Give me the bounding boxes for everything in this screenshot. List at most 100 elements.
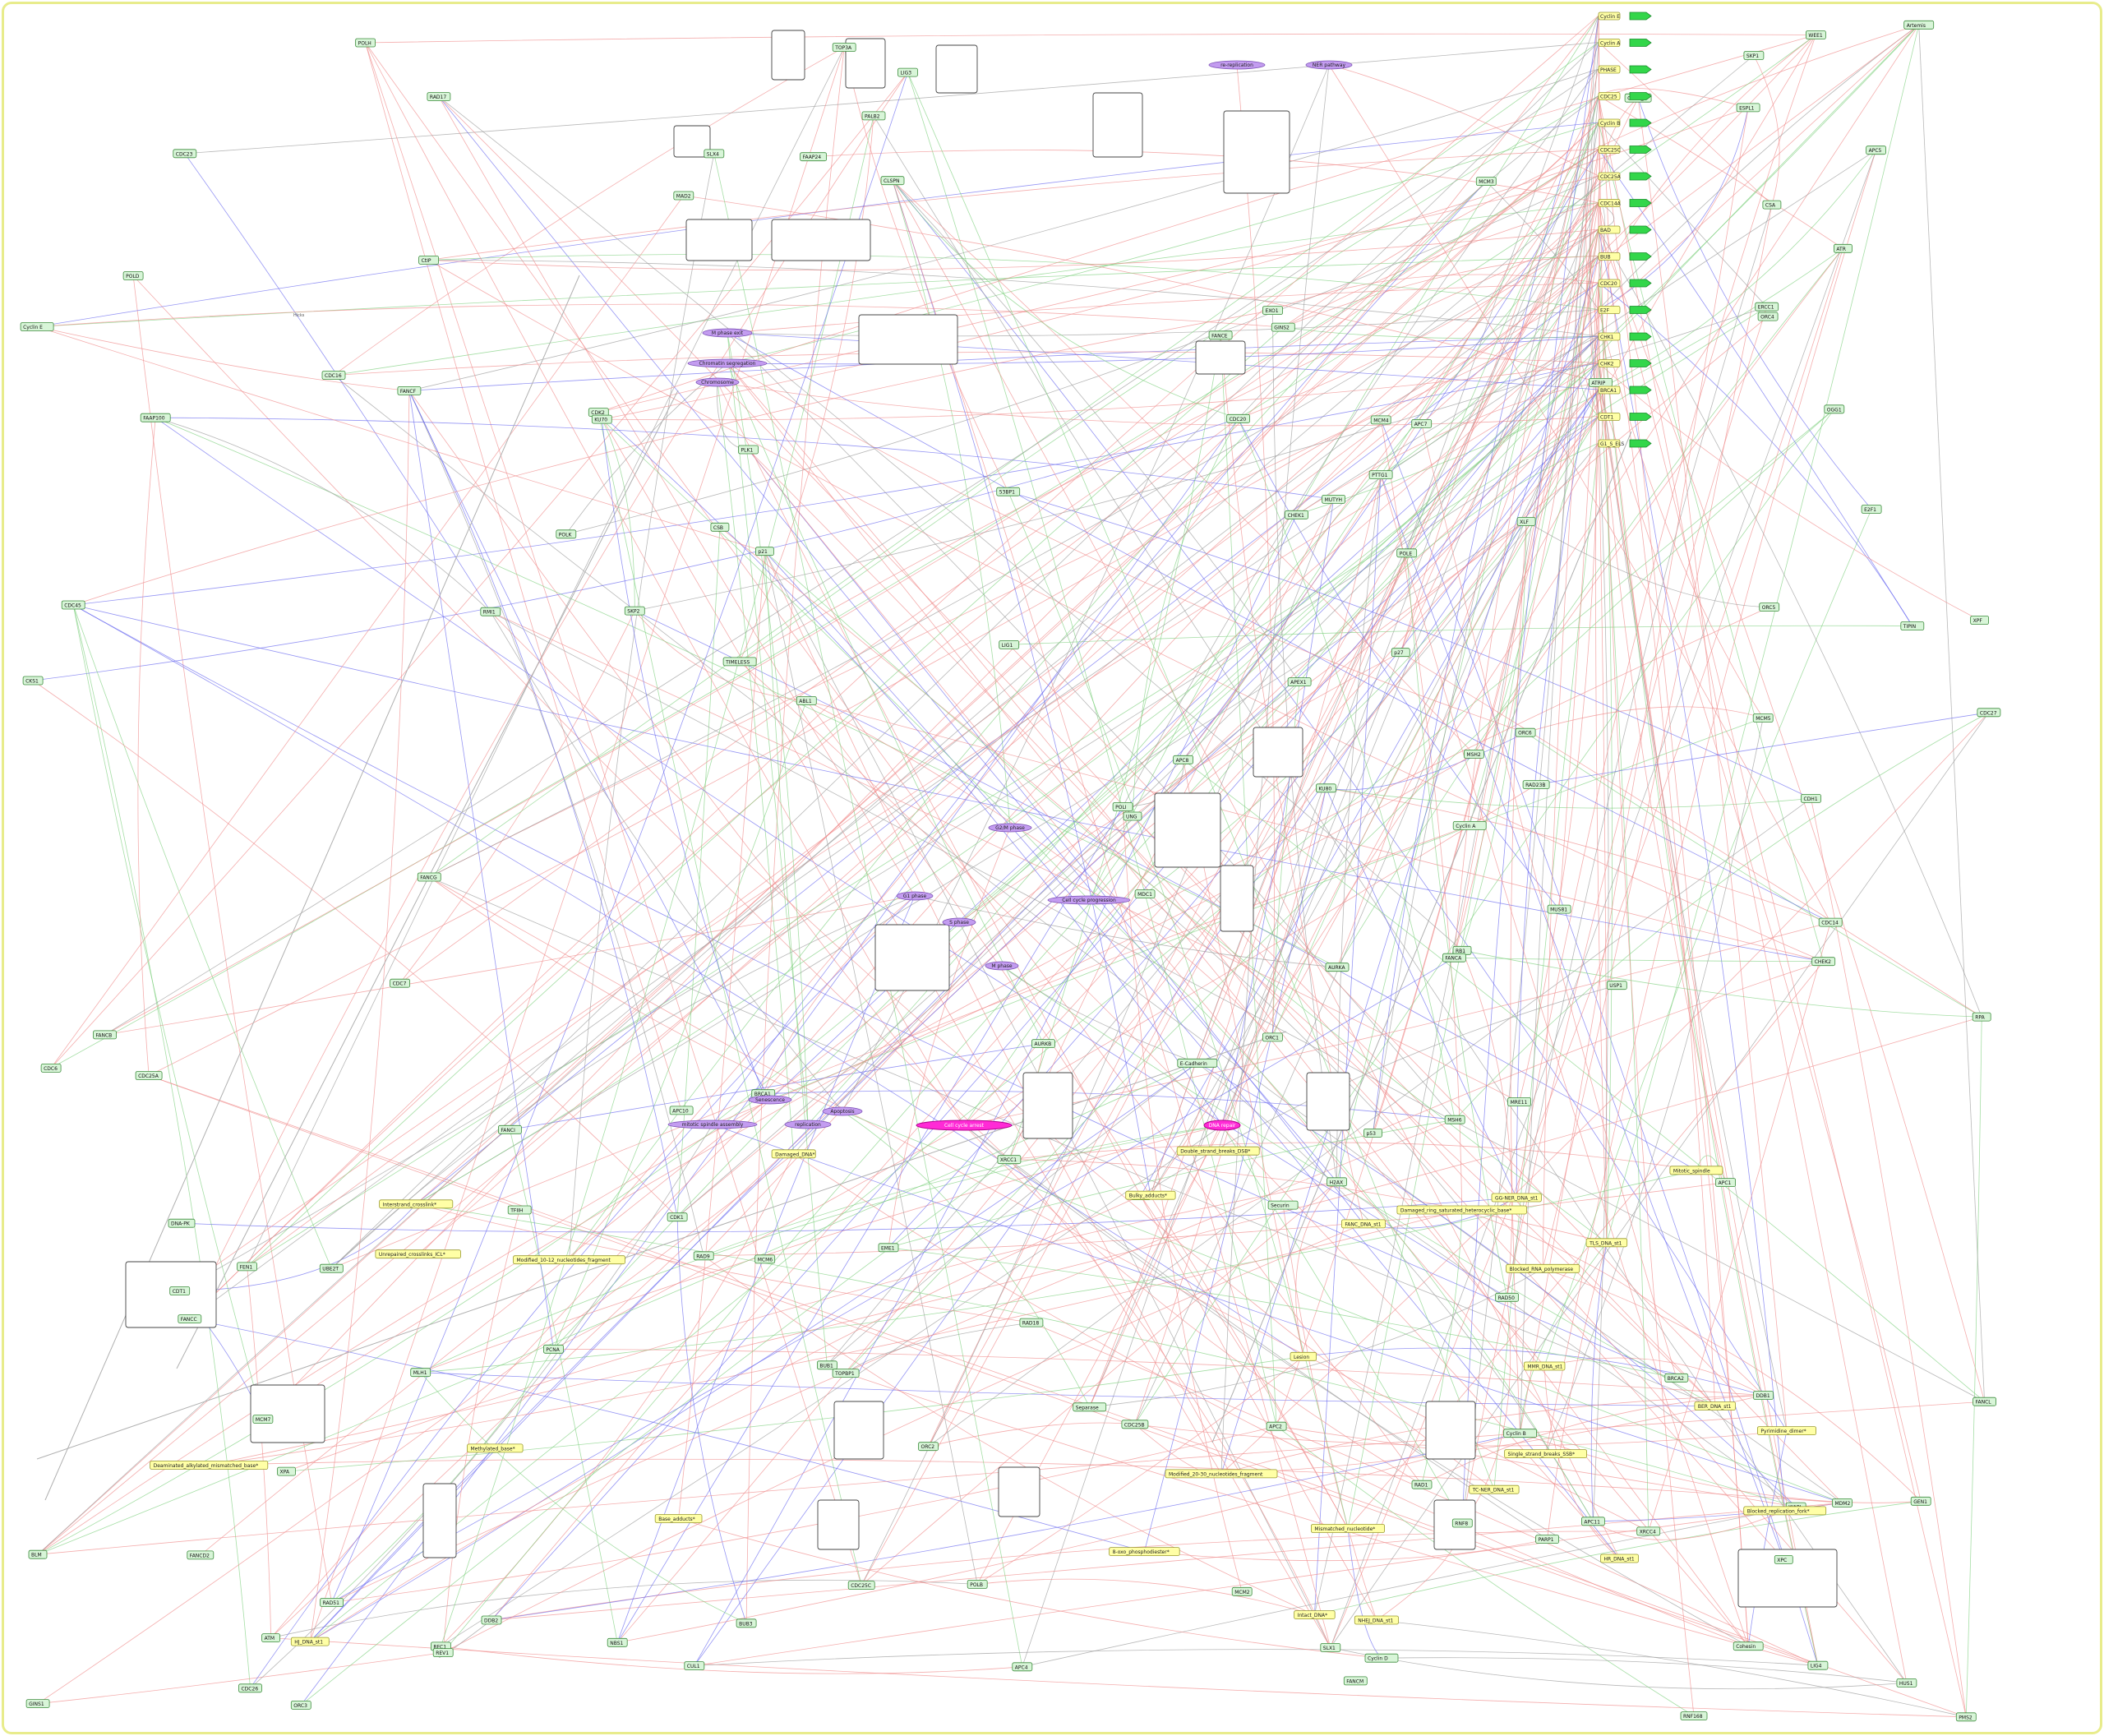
protein-node-apc1[interactable]: APC1 (1715, 1178, 1737, 1187)
protein-node-rad9[interactable]: RAD9 (693, 1251, 714, 1261)
protein-node-artemis[interactable]: Artemis (1903, 20, 1935, 30)
protein-node-lig3[interactable]: LIG3 (897, 67, 918, 77)
state-node-blocked-replication-fork[interactable]: Blocked_replication_fork* (1743, 1506, 1827, 1516)
readout-arrow-g1-s-els[interactable] (1629, 439, 1652, 448)
state-node-bulky-adducts[interactable]: Bulky_adducts* (1125, 1190, 1176, 1200)
protein-node-pms2[interactable]: PMS2 (1955, 1712, 1977, 1722)
phenotype-re-replication[interactable]: re-replication (1208, 60, 1266, 70)
protein-node-xlf[interactable]: XLF (1516, 517, 1536, 526)
protein-node-securin[interactable]: Securin (1267, 1200, 1299, 1210)
protein-node-ddb2[interactable]: DDB2 (481, 1615, 502, 1625)
readout-arrow-e2f[interactable] (1629, 306, 1652, 314)
protein-node-orc6[interactable]: ORC6 (1515, 727, 1536, 737)
protein-node-cdc26[interactable]: CDC26 (238, 1683, 262, 1693)
protein-node-faap100[interactable]: FAAP100 (140, 413, 171, 422)
protein-node-fancf[interactable]: FANCF (397, 386, 422, 395)
protein-node-polb[interactable]: POLB (967, 1580, 988, 1589)
protein-node-abl1[interactable]: ABL1 (796, 696, 817, 705)
phenotype-senescence[interactable]: Senescence (748, 1095, 792, 1105)
state-node-blocked-rna-polymerase[interactable]: Blocked_RNA_polymerase (1506, 1263, 1580, 1273)
protein-node-p21[interactable]: p21 (755, 547, 774, 556)
protein-node-rad51[interactable]: RAD51 (320, 1598, 344, 1607)
phenotype-s-phase[interactable]: S phase (942, 917, 976, 927)
protein-node-polh[interactable]: POLH (355, 38, 376, 48)
protein-node-mcm7[interactable]: MCM7 (252, 1415, 274, 1424)
protein-node-apc4[interactable]: APC4 (1012, 1662, 1033, 1672)
protein-node-tfiih[interactable]: TFIIH (507, 1205, 532, 1215)
protein-node-orc1[interactable]: ORC1 (1262, 1032, 1283, 1042)
protein-node-fen1[interactable]: FEN1 (237, 1262, 258, 1272)
readout-arrow-cdc14a[interactable] (1629, 199, 1652, 207)
protein-node-cdc23[interactable]: CDC23 (173, 149, 197, 159)
protein-node-slx4[interactable]: SLX4 (704, 149, 725, 159)
protein-node-cdc7[interactable]: CDC7 (390, 978, 411, 988)
readout-arrow-cdt1[interactable] (1629, 413, 1652, 421)
protein-node-gen1[interactable]: GEN1 (1910, 1496, 1931, 1506)
protein-node-clspn[interactable]: CLSPN (880, 176, 905, 186)
protein-node-atr[interactable]: ATR (1833, 243, 1853, 253)
protein-node-skp2[interactable]: SKP2 (624, 606, 645, 616)
protein-node-fance[interactable]: FANCE (1208, 330, 1233, 340)
protein-node-apc5[interactable]: APC5 (1866, 145, 1887, 155)
state-node-modified-20-30-nucleotides-fragment[interactable]: Modified_20-30_nucleotides_fragment (1165, 1469, 1278, 1479)
protein-node-cohesin[interactable]: Cohesin (1733, 1641, 1764, 1651)
phenotype-g2-m-phase[interactable]: G2/M phase (988, 823, 1032, 833)
state-node-mmr-dna-st1[interactable]: MMR_DNA_st1 (1524, 1361, 1566, 1371)
state-node-pyrimidine-dimer[interactable]: Pyrimidine_dimer* (1756, 1426, 1816, 1435)
protein-node-ercc1[interactable]: ERCC1 (1755, 302, 1779, 312)
protein-node-top3a[interactable]: TOP3A (832, 43, 856, 52)
protein-node-blm[interactable]: BLM (28, 1549, 48, 1559)
protein-node-slx1[interactable]: SLX1 (1320, 1643, 1341, 1652)
protein-node-gins1[interactable]: GINS1 (25, 1699, 50, 1709)
readout-arrow-cyclin-e[interactable] (1629, 12, 1652, 21)
protein-node-cdc25a[interactable]: CDC25A (135, 1071, 163, 1080)
protein-node-cks1[interactable]: CKS1 (22, 676, 44, 686)
state-node-mitotic-spindle[interactable]: Mitotic_spindle (1669, 1166, 1723, 1175)
phenotype-ner-pathway[interactable]: NER pathway (1305, 60, 1353, 70)
protein-node-orc4[interactable]: ORC4 (1757, 312, 1779, 321)
protein-node-aurka[interactable]: AURKA (1325, 963, 1350, 972)
readout-arrow-bad[interactable] (1629, 225, 1652, 234)
state-node-damaged-dna[interactable]: Damaged_DNA* (771, 1149, 816, 1159)
protein-node-ogg1[interactable]: OGG1 (1824, 404, 1845, 414)
protein-node-cyclin-e[interactable]: Cyclin E (20, 322, 54, 331)
state-node-modified-10-12-nucleotides-fragment[interactable]: Modified_10-12_nucleotides_fragment (513, 1255, 625, 1265)
protein-node-separase[interactable]: Separase (1073, 1402, 1107, 1412)
protein-node-mlh1[interactable]: MLH1 (410, 1368, 431, 1378)
protein-node-e-cadherin[interactable]: E-Cadherin (1177, 1058, 1218, 1068)
protein-node-timeless[interactable]: TIMELESS (722, 657, 757, 667)
protein-node-orc2[interactable]: ORC2 (918, 1442, 939, 1452)
protein-node-pold[interactable]: POLD (122, 271, 144, 280)
hub-cell-cycle-arrest[interactable]: Cell cycle arrest (916, 1120, 1013, 1131)
protein-node-pttg1[interactable]: PTTG1 (1368, 470, 1393, 479)
protein-node-apex1[interactable]: APEX1 (1287, 677, 1312, 686)
protein-node-mre11[interactable]: MRE11 (1507, 1097, 1531, 1106)
protein-node-mdc1[interactable]: MDC1 (1134, 889, 1156, 898)
protein-node-p53[interactable]: p53 (1363, 1129, 1382, 1138)
state-node-lesion[interactable]: Lesion (1290, 1351, 1317, 1361)
protein-node-msh2[interactable]: MSH2 (1464, 750, 1484, 759)
protein-node-xrcc4[interactable]: XRCC4 (1636, 1526, 1661, 1536)
state-node-hr-dna-st1[interactable]: HR_DNA_st1 (1600, 1554, 1639, 1563)
state-node-double-strand-breaks-dsb[interactable]: Double_strand_breaks_DSB* (1176, 1146, 1260, 1156)
protein-node-ku70[interactable]: KU70 (591, 414, 612, 424)
protein-node-lig1[interactable]: LIG1 (999, 640, 1020, 649)
protein-node-mcm3[interactable]: MCM3 (1475, 177, 1497, 187)
protein-node-rad50[interactable]: RAD50 (1495, 1292, 1519, 1302)
state-node-ber-dna-st1[interactable]: BER_DNA_st1 (1694, 1401, 1736, 1410)
protein-node-gins2[interactable]: GINS2 (1271, 322, 1295, 332)
phenotype-m-phase-exit[interactable]: M phase exit (702, 328, 753, 338)
protein-node-orc5[interactable]: ORC5 (1759, 603, 1780, 612)
protein-node-apc11[interactable]: APC11 (1581, 1517, 1605, 1526)
phenotype-m-phase[interactable]: M phase (985, 961, 1019, 971)
protein-node-apc2[interactable]: APC2 (1266, 1421, 1287, 1431)
protein-node-mcm6[interactable]: MCM6 (754, 1254, 776, 1264)
protein-node-cdh1[interactable]: CDH1 (1801, 794, 1821, 803)
protein-node-ddb1[interactable]: DDB1 (1753, 1391, 1774, 1400)
protein-node-palb2[interactable]: PALB2 (861, 111, 886, 121)
protein-node-ku80[interactable]: KU80 (1316, 783, 1336, 793)
protein-node-tipin[interactable]: TIPIN (1900, 621, 1925, 630)
protein-node-polk[interactable]: POLK (556, 529, 577, 539)
protein-node-rpa[interactable]: RPA (1972, 1012, 1991, 1022)
protein-node-cdc6[interactable]: CDC6 (40, 1064, 62, 1073)
